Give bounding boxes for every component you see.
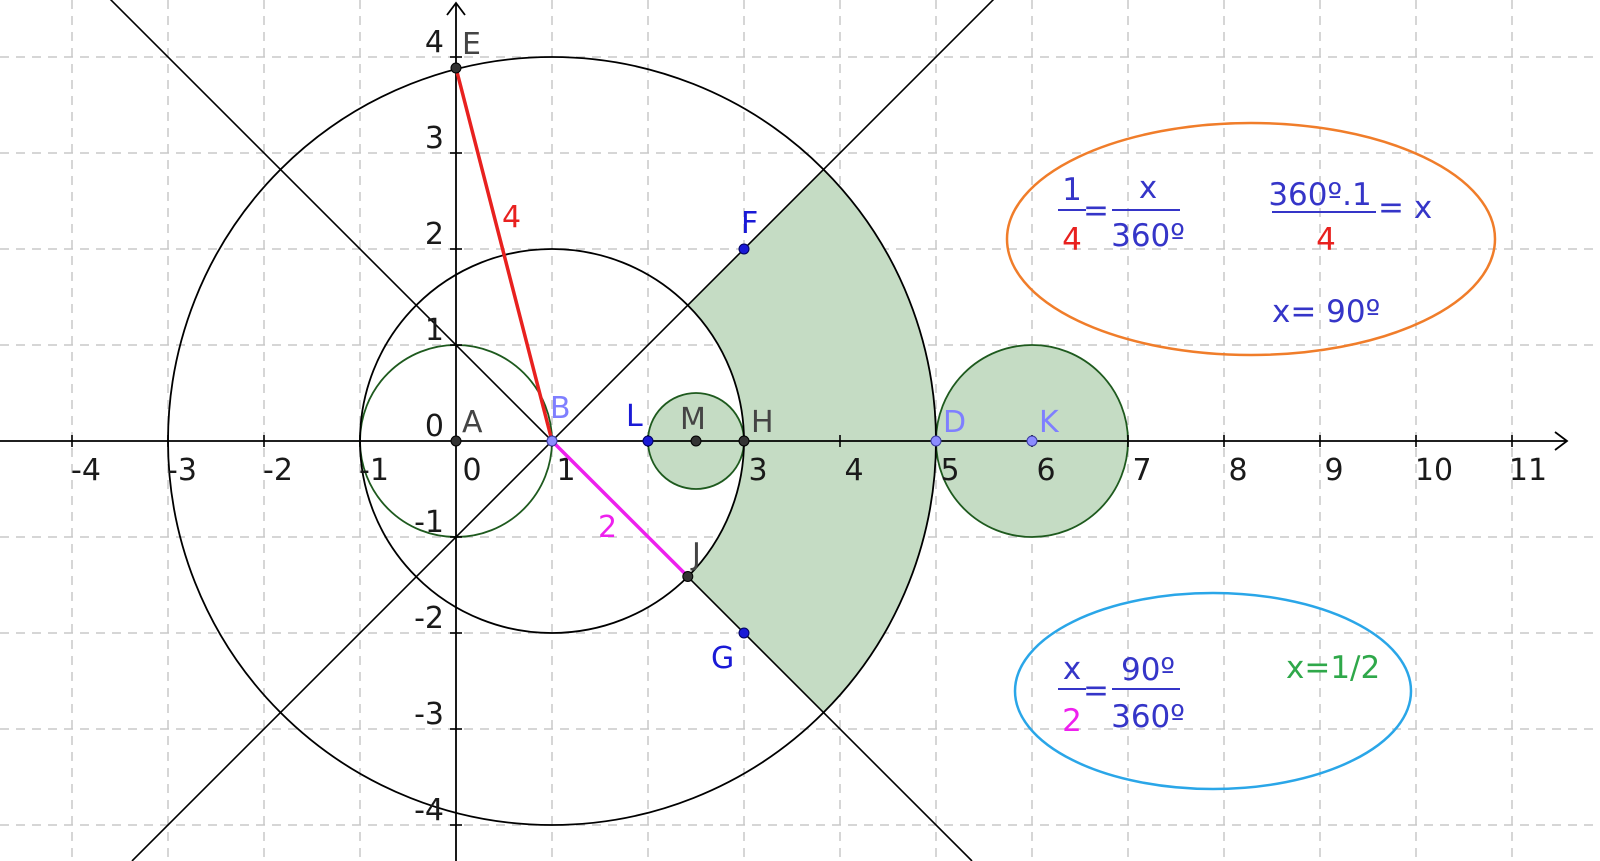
point-label-L: L — [626, 399, 643, 434]
x-tick-label: 11 — [1509, 453, 1547, 488]
segment-BJ[interactable] — [550, 439, 690, 578]
point-G[interactable] — [738, 627, 750, 639]
y-tick-label: -4 — [414, 793, 444, 828]
point-label-M: M — [680, 402, 706, 437]
axes — [0, 1, 1569, 861]
equals-sign: = — [1083, 193, 1109, 229]
orange-ellipse — [1005, 121, 1497, 357]
x-tick-label: -2 — [263, 453, 293, 488]
x-tick-label: 10 — [1415, 453, 1453, 488]
point-label-J: J — [690, 537, 701, 572]
point-label-K: K — [1039, 405, 1060, 440]
line-y-equals-x-minus-1 — [131, 0, 995, 861]
y-tick-label: -3 — [414, 697, 444, 732]
point-label-H: H — [751, 405, 774, 440]
y-tick-label: 2 — [425, 217, 444, 252]
frac1-numerator: 1 — [1062, 172, 1082, 208]
frac1-numerator: x — [1063, 651, 1081, 687]
equals-sign: = — [1083, 673, 1109, 709]
equals-x: = x — [1378, 190, 1432, 226]
point-M[interactable] — [690, 435, 702, 447]
frac1-denominator: 2 — [1062, 703, 1082, 739]
point-label-E: E — [462, 27, 481, 62]
x-axis-arrow — [1554, 431, 1569, 451]
equation-box-bottom: x 2 = 90º 360º x=1/2 — [1013, 591, 1413, 791]
frac3-denominator: 4 — [1316, 222, 1336, 258]
point-E[interactable] — [450, 62, 462, 74]
frac2-denominator: 360º — [1111, 699, 1185, 735]
diagonal-lines — [109, 0, 995, 861]
segment-label-BE: 4 — [502, 200, 521, 235]
x-tick-label: -3 — [167, 453, 197, 488]
x-tick-label: 6 — [1036, 453, 1055, 488]
points[interactable] — [450, 62, 1038, 639]
point-label-G: G — [711, 641, 734, 676]
frac2-numerator: 90º — [1121, 652, 1175, 688]
x-tick-label: 4 — [844, 453, 863, 488]
result-x-90: x= 90º — [1272, 294, 1380, 330]
segment-BE[interactable] — [454, 67, 554, 442]
equation-box-top: 1 4 = x 360º 360º.1 4 = x x= 90º — [1005, 121, 1497, 357]
y-tick-label: 4 — [425, 25, 444, 60]
frac2-numerator: x — [1139, 170, 1157, 206]
cyan-ellipse — [1013, 591, 1413, 791]
point-B[interactable] — [546, 435, 558, 447]
x-tick-label: 9 — [1324, 453, 1343, 488]
point-F[interactable] — [738, 243, 750, 255]
line-y-equals-1-minus-x — [109, 0, 973, 861]
point-label-D: D — [943, 405, 966, 440]
frac1-denominator: 4 — [1062, 222, 1082, 258]
y-axis-arrow — [446, 1, 466, 16]
x-tick-label: 5 — [940, 453, 959, 488]
y-tick-label: 0 — [425, 409, 444, 444]
y-tick-label: 3 — [425, 121, 444, 156]
y-tick-labels: 4 3 2 1 0 -1 -2 -3 -4 — [414, 25, 444, 828]
point-label-F: F — [741, 206, 758, 241]
point-L[interactable] — [642, 435, 654, 447]
frac3-numerator: 360º.1 — [1268, 177, 1371, 213]
point-labels: A B L M H D K E F G J — [462, 27, 1060, 676]
x-tick-label: 3 — [748, 453, 767, 488]
point-H[interactable] — [738, 435, 750, 447]
result-x-half: x=1/2 — [1286, 650, 1380, 686]
x-tick-label: 1 — [556, 453, 575, 488]
x-tick-label: -1 — [359, 453, 389, 488]
point-A[interactable] — [450, 435, 462, 447]
x-tick-label: 7 — [1132, 453, 1151, 488]
point-label-B: B — [550, 391, 571, 426]
y-tick-label: -1 — [414, 505, 444, 540]
point-J[interactable] — [682, 571, 694, 582]
point-label-A: A — [462, 405, 483, 440]
x-tick-label: 8 — [1228, 453, 1247, 488]
x-tick-label: 0 — [462, 453, 481, 488]
frac2-denominator: 360º — [1111, 218, 1185, 254]
x-tick-labels: -4 -3 -2 -1 0 1 3 4 5 6 7 8 9 10 11 — [71, 453, 1547, 488]
point-K[interactable] — [1026, 435, 1038, 447]
segment-label-BJ: 2 — [598, 510, 617, 545]
y-tick-label: 1 — [425, 313, 444, 348]
x-tick-label: -4 — [71, 453, 101, 488]
point-D[interactable] — [930, 435, 942, 447]
y-tick-label: -2 — [414, 601, 444, 636]
